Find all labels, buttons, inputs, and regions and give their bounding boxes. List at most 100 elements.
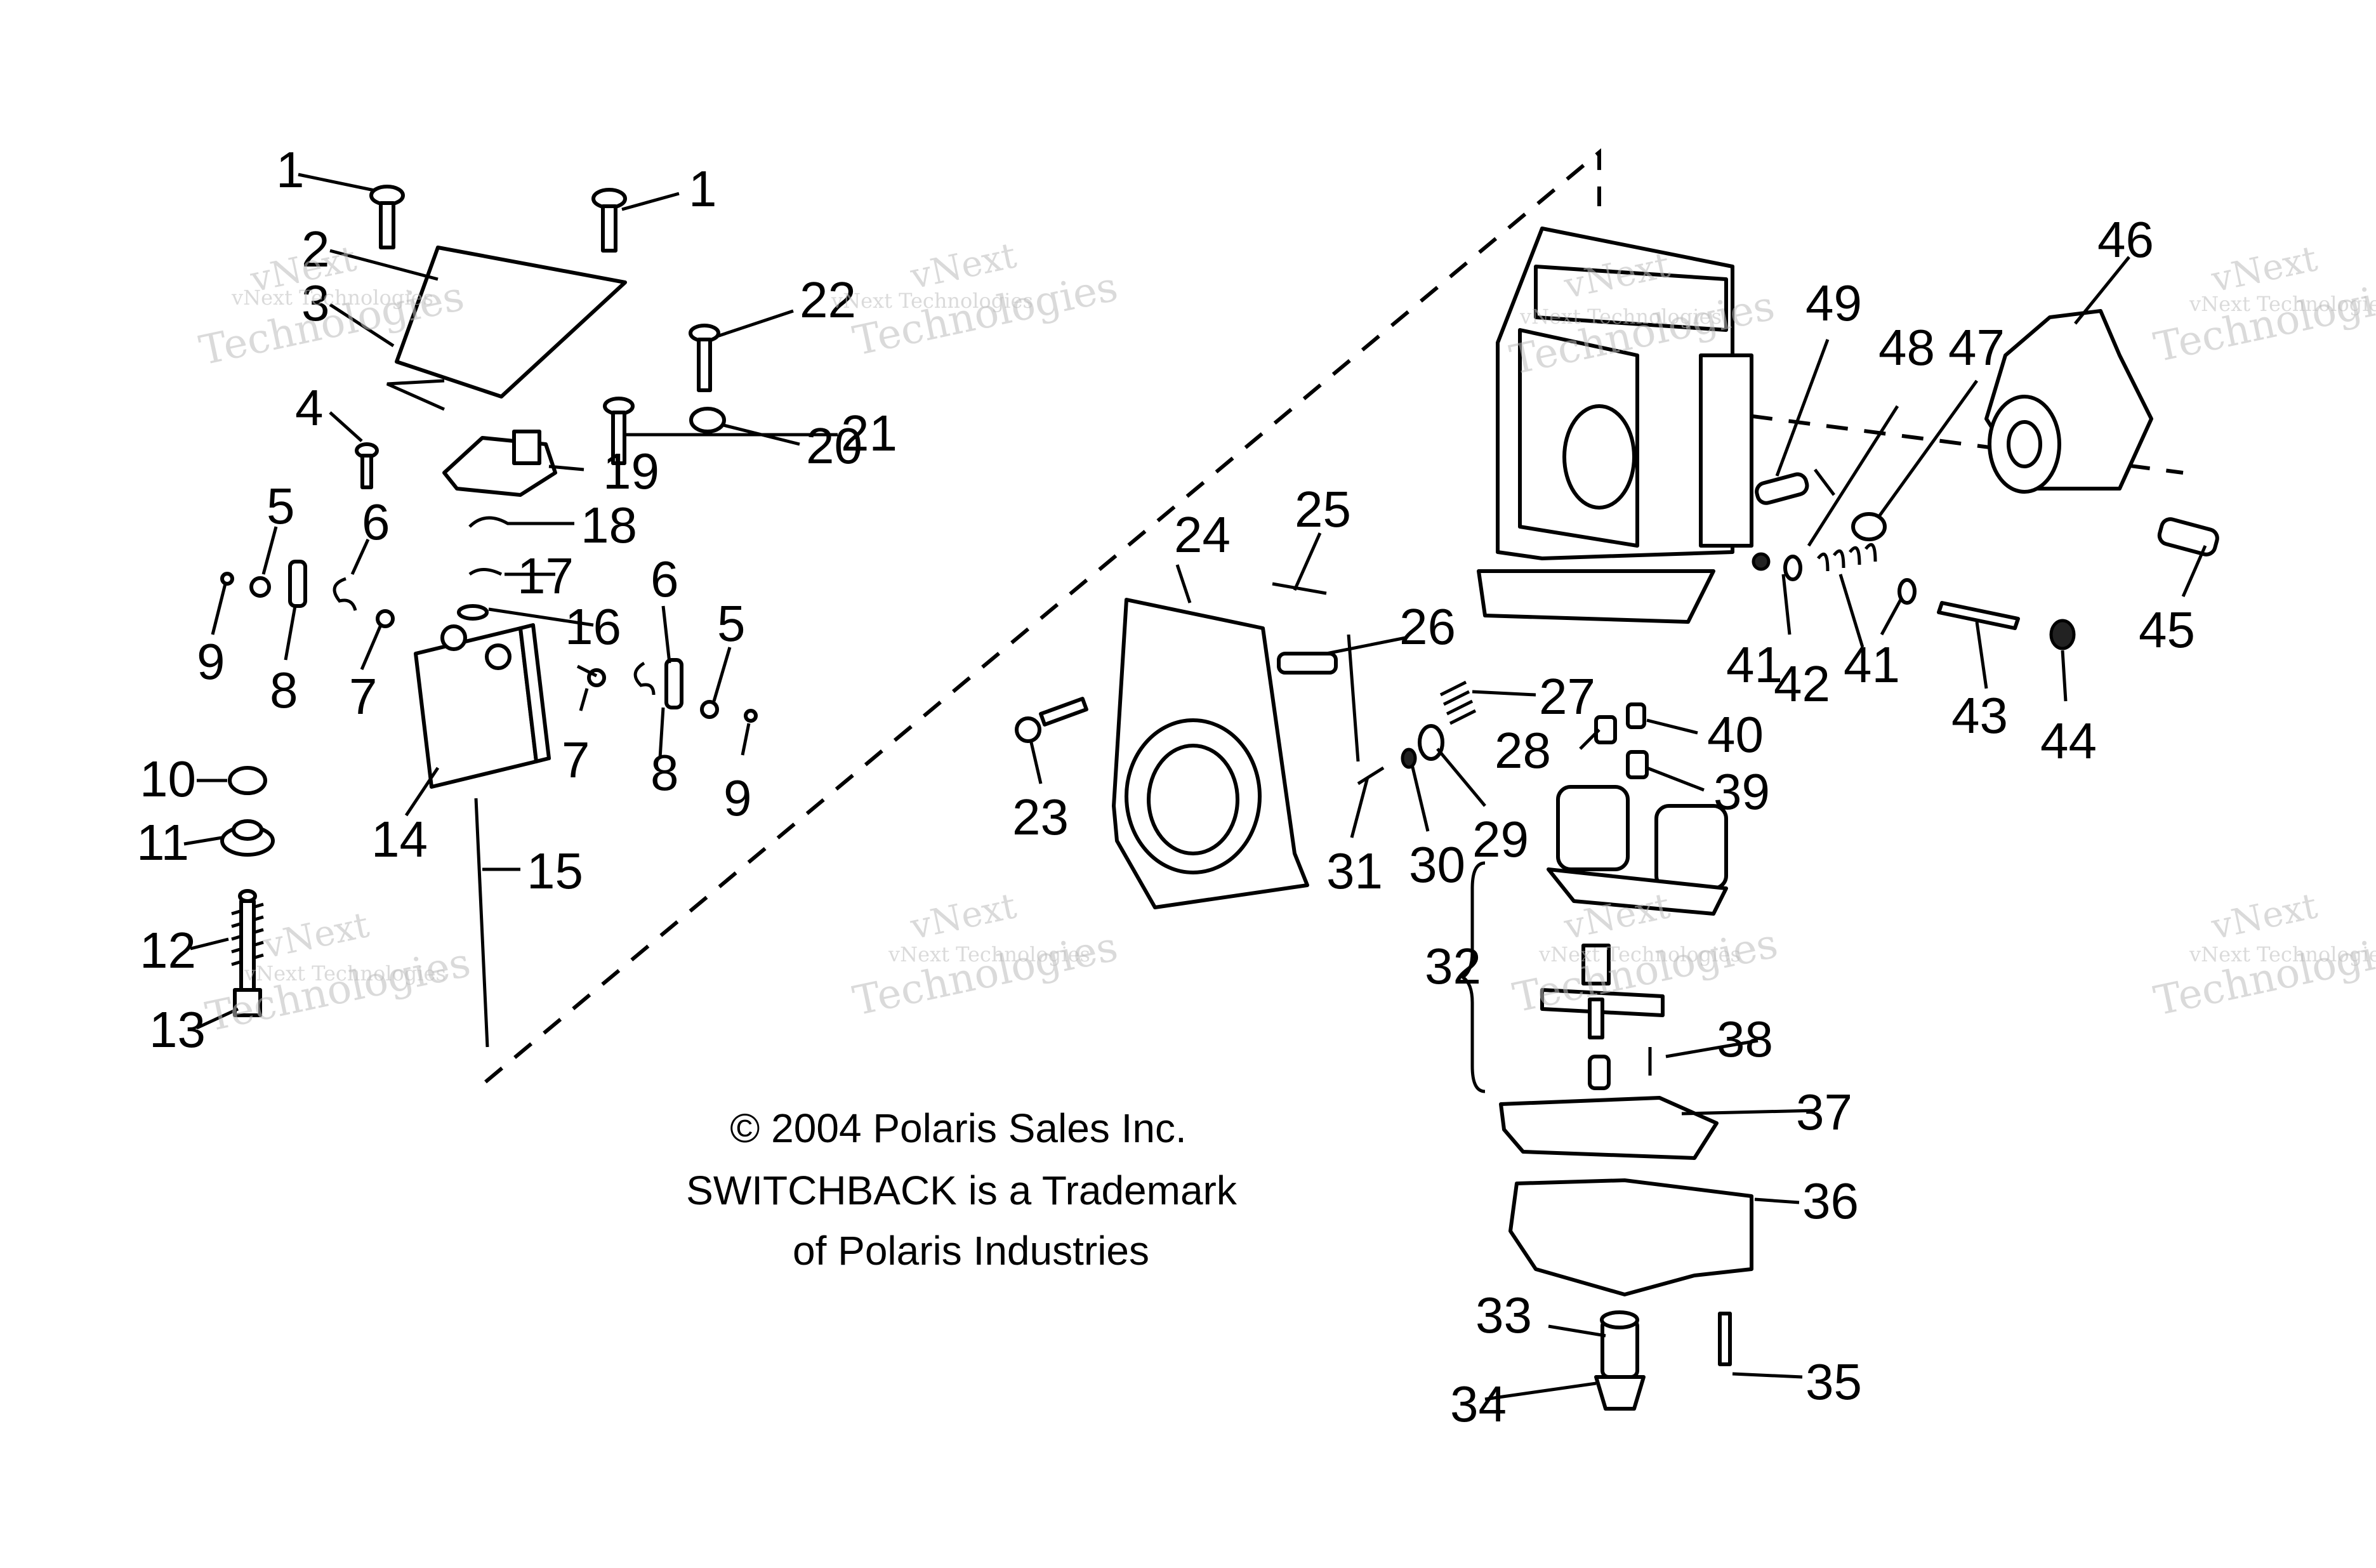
callout-42: 42 bbox=[1774, 656, 1830, 712]
callout-14: 14 bbox=[371, 811, 428, 867]
nut-part bbox=[228, 766, 267, 795]
cap-part bbox=[1851, 512, 1887, 541]
cap-part bbox=[2049, 619, 2076, 650]
callout-38: 38 bbox=[1717, 1011, 1773, 1067]
callout-46: 46 bbox=[2097, 211, 2154, 268]
callout-24: 24 bbox=[1174, 506, 1231, 563]
screw-part bbox=[1718, 1312, 1732, 1366]
screw-part bbox=[603, 397, 635, 465]
callout-9: 9 bbox=[197, 633, 225, 690]
clip-part bbox=[457, 604, 489, 621]
callout-33: 33 bbox=[1475, 1287, 1532, 1343]
screw-part bbox=[591, 188, 627, 253]
copyright-line-1: © 2004 Polaris Sales Inc. bbox=[730, 1105, 1187, 1151]
callout-26: 26 bbox=[1399, 598, 1456, 655]
callout-49: 49 bbox=[1805, 275, 1862, 331]
callout-37: 37 bbox=[1796, 1084, 1852, 1140]
callout-20: 20 bbox=[806, 418, 862, 474]
watermark-text: vNext Technologies bbox=[1538, 942, 1741, 966]
cap-part bbox=[220, 819, 275, 857]
float-part bbox=[1547, 785, 1728, 916]
callout-4: 4 bbox=[295, 379, 324, 436]
callout-23: 23 bbox=[1012, 789, 1069, 845]
callout-25: 25 bbox=[1295, 481, 1351, 537]
copyright-line-2: SWITCHBACK is a Trademark bbox=[686, 1168, 1238, 1213]
screw-part bbox=[369, 185, 405, 249]
callout-7: 7 bbox=[349, 668, 378, 725]
callout-30: 30 bbox=[1409, 836, 1465, 893]
callout-41: 41 bbox=[1844, 636, 1900, 693]
clip-part bbox=[633, 661, 656, 695]
gasket-part bbox=[1272, 582, 1327, 595]
callout-40: 40 bbox=[1707, 706, 1764, 763]
screw-part bbox=[1357, 766, 1385, 786]
callout-2: 2 bbox=[301, 221, 330, 277]
callout-36: 36 bbox=[1802, 1173, 1859, 1229]
washer-part bbox=[700, 700, 719, 719]
lever-part bbox=[1755, 468, 1835, 505]
copyright-line-3: of Polaris Industries bbox=[793, 1228, 1149, 1274]
drain-plug-part bbox=[1594, 1310, 1646, 1411]
callout-35: 35 bbox=[1805, 1354, 1862, 1410]
spring-part bbox=[1439, 680, 1477, 725]
spring-part bbox=[1817, 543, 1877, 572]
callout-6: 6 bbox=[650, 551, 679, 607]
screw-part bbox=[2157, 517, 2219, 557]
callout-18: 18 bbox=[581, 497, 637, 553]
needle-part bbox=[474, 798, 489, 1048]
watermark-text: vNext Technologies bbox=[888, 942, 1090, 966]
callout-19: 19 bbox=[603, 443, 659, 499]
callout-numbers: 1 1 2 3 4 5 6 7 8 9 5 6 7 8 9 10 11 12 1… bbox=[136, 142, 2195, 1432]
callout-1: 1 bbox=[276, 142, 305, 198]
washer-part bbox=[1401, 748, 1417, 769]
flange-part bbox=[1112, 598, 1338, 909]
callout-15: 15 bbox=[527, 843, 583, 899]
link-part bbox=[664, 658, 683, 709]
clip-part bbox=[468, 568, 503, 576]
callout-34: 34 bbox=[1450, 1376, 1507, 1432]
washer-part bbox=[220, 572, 234, 586]
watermark-text: vNext bbox=[906, 885, 1020, 948]
watermark-text: vNext Technologies bbox=[231, 286, 433, 310]
callout-27: 27 bbox=[1539, 668, 1595, 725]
callout-32: 32 bbox=[1425, 938, 1481, 994]
copyright-block: © 2004 Polaris Sales Inc. SWITCHBACK is … bbox=[686, 1105, 1238, 1274]
callout-39: 39 bbox=[1713, 763, 1770, 820]
watermark-text: Technologies bbox=[849, 923, 1122, 1025]
callout-11: 11 bbox=[136, 814, 189, 871]
callout-16: 16 bbox=[565, 598, 621, 655]
callout-9: 9 bbox=[723, 770, 752, 826]
callout-22: 22 bbox=[800, 272, 856, 328]
washer-part bbox=[744, 709, 758, 723]
pin-part bbox=[1937, 601, 2020, 630]
float-arm-part bbox=[1540, 944, 1665, 1039]
callout-1: 1 bbox=[689, 161, 717, 217]
callout-43: 43 bbox=[1951, 687, 2008, 744]
callout-21: 21 bbox=[841, 405, 897, 461]
link-part bbox=[288, 560, 307, 608]
washer-part bbox=[1418, 724, 1444, 761]
callout-29: 29 bbox=[1472, 811, 1529, 867]
washer-part bbox=[376, 609, 395, 628]
callout-17: 17 bbox=[517, 548, 574, 604]
callout-13: 13 bbox=[149, 1001, 206, 1058]
callout-44: 44 bbox=[2040, 713, 2097, 769]
screw-part bbox=[1015, 697, 1088, 743]
callout-10: 10 bbox=[140, 751, 196, 807]
watermark-text: Technologies bbox=[2150, 923, 2376, 1025]
watermark-text: vNext bbox=[259, 904, 373, 967]
bracket-part bbox=[442, 430, 557, 497]
callout-7: 7 bbox=[562, 732, 590, 788]
callout-47: 47 bbox=[1948, 319, 2005, 376]
washer-part bbox=[1898, 578, 1917, 605]
callout-28: 28 bbox=[1495, 722, 1551, 779]
clip-part bbox=[333, 577, 357, 611]
gasket-part bbox=[1347, 634, 1360, 762]
jet-part bbox=[1594, 702, 1649, 779]
callout-5: 5 bbox=[717, 595, 746, 652]
leader-lines bbox=[183, 173, 2207, 1401]
float-bowl-part bbox=[1508, 1178, 1753, 1296]
watermark-text: vNext bbox=[2207, 885, 2321, 948]
screw-part bbox=[355, 442, 379, 489]
